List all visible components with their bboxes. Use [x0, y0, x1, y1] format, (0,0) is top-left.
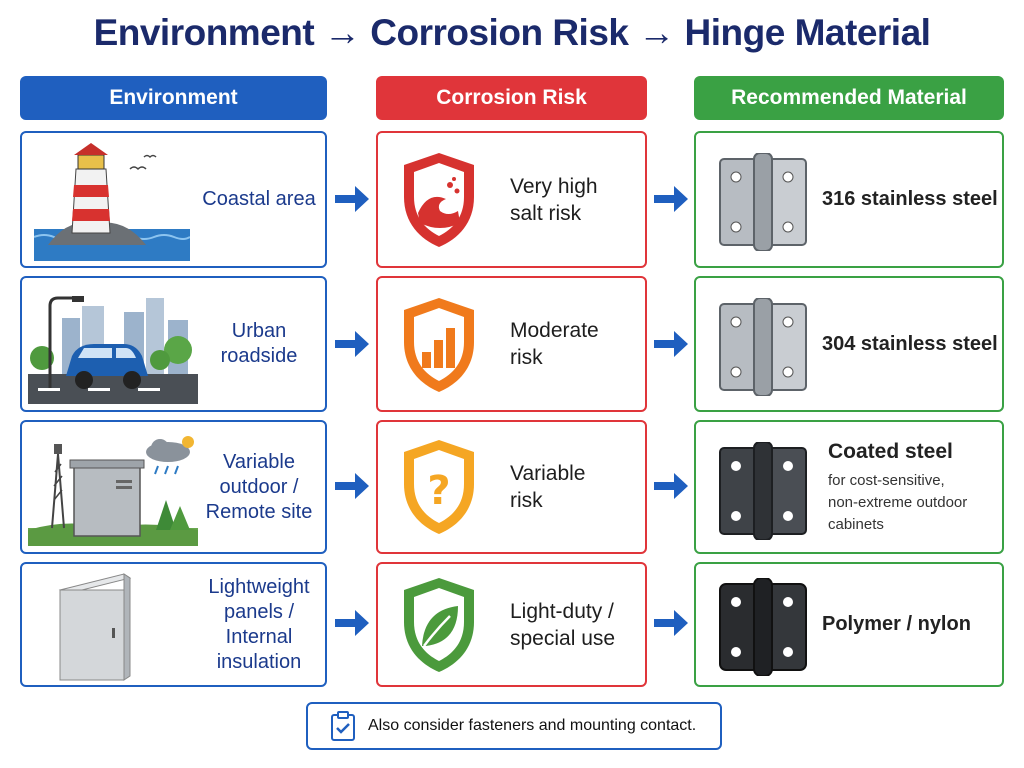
coated-hinge-icon: [719, 442, 807, 540]
svg-text:?: ?: [427, 468, 450, 514]
arrow-right-icon: [335, 473, 369, 499]
risk-card-moderate: Moderate risk: [376, 276, 647, 412]
arrow-right-icon: [335, 186, 369, 212]
wave-shield-icon: [404, 153, 474, 247]
header-risk: Corrosion Risk: [376, 76, 647, 120]
env-label-lightweight: Lightweight panels / Internal insulation: [208, 575, 310, 673]
clipboard-check-icon: [331, 711, 355, 741]
risk-label-variable: Variable risk: [510, 462, 586, 512]
stainless-hinge-icon: [719, 298, 807, 396]
env-label-coastal: Coastal area: [202, 188, 316, 210]
leaf-shield-icon: [404, 578, 474, 672]
env-card-coastal: Coastal area: [20, 131, 327, 268]
question-shield-icon: ?: [404, 440, 474, 534]
mat-card-304: 304 stainless steel: [694, 276, 1004, 412]
lighthouse-icon: [34, 143, 190, 261]
arrow-right-icon: [335, 331, 369, 357]
page-title: Environment → Corrosion Risk → Hinge Mat…: [93, 12, 931, 53]
risk-label-moderate: Moderate risk: [510, 319, 599, 369]
polymer-hinge-icon: [719, 578, 807, 676]
mat-card-coated: Coated steel for cost-sensitive, non-ext…: [694, 420, 1004, 554]
bar-chart-shield-icon: [404, 298, 474, 392]
header-material-label: Recommended Material: [731, 86, 967, 109]
mat-note-coated: for cost-sensitive, non-extreme outdoor …: [828, 472, 968, 533]
mat-card-polymer: Polymer / nylon: [694, 562, 1004, 687]
env-card-lightweight: Lightweight panels / Internal insulation: [20, 562, 327, 687]
mat-label-304: 304 stainless steel: [822, 332, 998, 355]
risk-card-variable: ? Variable risk: [376, 420, 647, 554]
mat-coated-text: Coated steel for cost-sensitive, non-ext…: [828, 440, 998, 536]
note-text: Also consider fasteners and mounting con…: [368, 717, 697, 734]
env-card-urban: Urban roadside: [20, 276, 327, 412]
note-box: Also consider fasteners and mounting con…: [306, 702, 722, 750]
env-label-variable: Variable outdoor / Remote site: [205, 450, 313, 523]
arrow-right-icon: [654, 186, 688, 212]
panel-icon: [58, 573, 132, 681]
city-car-icon: [28, 296, 198, 404]
cabinet-tower-icon: [28, 436, 198, 546]
env-label-urban: Urban roadside: [220, 320, 298, 367]
mat-card-316: 316 stainless steel: [694, 131, 1004, 268]
risk-label-very-high: Very high salt risk: [510, 174, 598, 225]
mat-label-polymer: Polymer / nylon: [822, 613, 971, 635]
header-risk-label: Corrosion Risk: [436, 86, 587, 109]
header-environment-label: Environment: [109, 86, 238, 109]
arrow-right-icon: [654, 473, 688, 499]
header-material: Recommended Material: [694, 76, 1004, 120]
env-card-variable: Variable outdoor / Remote site: [20, 420, 327, 554]
arrow-right-icon: [335, 610, 369, 636]
stainless-hinge-icon: [719, 153, 807, 251]
risk-card-very-high: Very high salt risk: [376, 131, 647, 268]
mat-label-316: 316 stainless steel: [822, 188, 998, 210]
risk-card-light-duty: Light-duty / special use: [376, 562, 647, 687]
arrow-right-icon: [654, 331, 688, 357]
arrow-right-icon: [654, 610, 688, 636]
mat-label-coated: Coated steel: [828, 440, 953, 463]
header-environment: Environment: [20, 76, 327, 120]
risk-label-light-duty: Light-duty / special use: [510, 599, 616, 650]
